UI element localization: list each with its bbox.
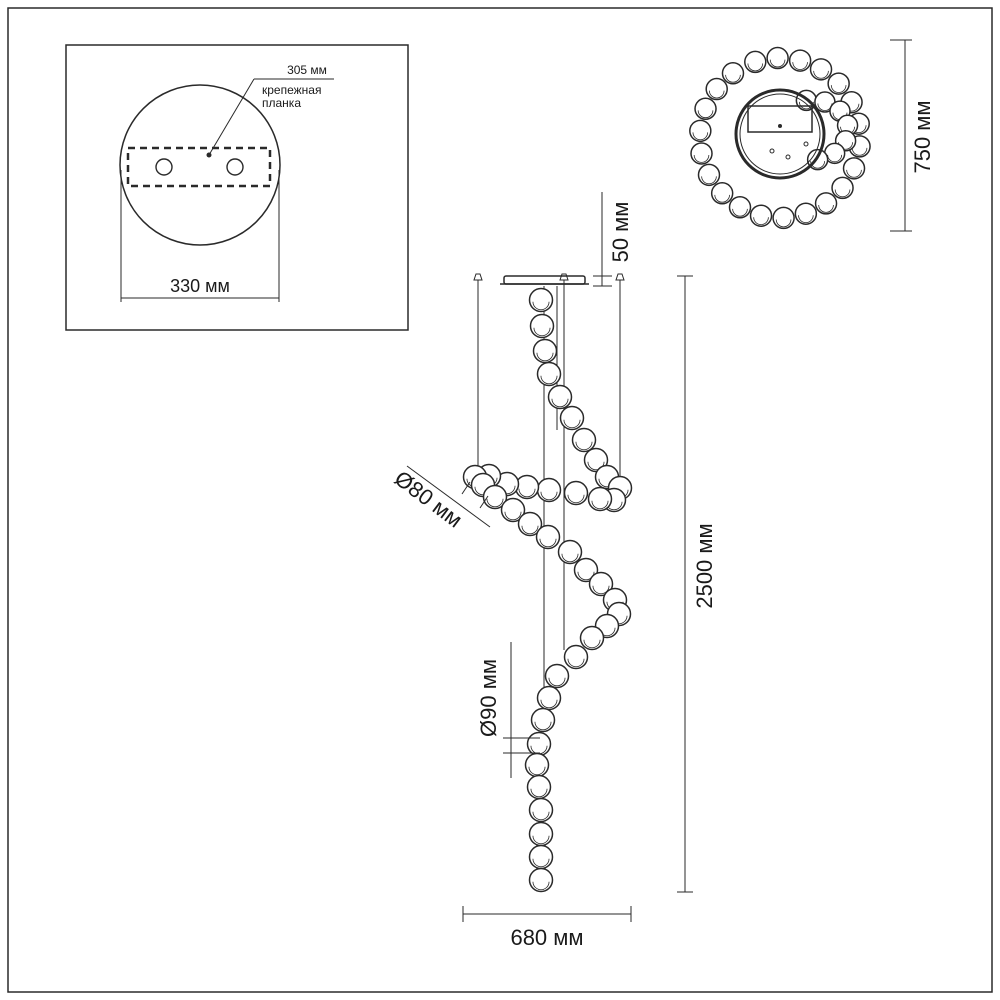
small-sphere-dim-tick2 [479, 495, 489, 509]
sphere [528, 821, 554, 847]
mounting-bracket [126, 146, 272, 188]
sphere [528, 844, 554, 870]
plate-leader-line [208, 78, 255, 156]
top-sphere [831, 176, 854, 200]
sphere [559, 405, 585, 431]
sphere [547, 384, 573, 410]
sphere [532, 338, 558, 364]
cable-clip-1 [473, 273, 483, 281]
sphere [536, 477, 562, 503]
top-sphere [766, 46, 789, 70]
sphere [583, 447, 609, 473]
sphere [526, 774, 552, 800]
mounting-hole-left [155, 158, 173, 176]
top-sphere [721, 62, 745, 85]
sphere [528, 287, 554, 313]
top-hole-3 [785, 154, 791, 160]
sphere [563, 480, 589, 506]
sphere [573, 557, 599, 583]
plate-name-line1: крепежная [262, 83, 321, 97]
top-sphere [728, 196, 752, 219]
sphere [517, 511, 543, 537]
width-label: 680 мм [510, 925, 583, 950]
top-view: 750 мм [689, 39, 935, 232]
sphere [528, 867, 554, 893]
mounting-plate-view: 305 мм крепежная планка 330 мм [65, 44, 409, 331]
spiral-spheres [462, 287, 633, 893]
top-sphere [749, 204, 773, 227]
sphere [529, 313, 555, 339]
top-bracket [747, 105, 813, 133]
top-sphere [794, 202, 818, 225]
sphere [526, 731, 552, 757]
sphere [524, 752, 550, 778]
top-sphere [690, 142, 713, 165]
canopy-circle [119, 84, 281, 246]
canopy-diameter-label: 330 мм [170, 276, 230, 296]
small-sphere-dim-tick1 [461, 481, 471, 495]
sphere [544, 663, 570, 689]
top-sphere [788, 49, 812, 72]
side-view: 50 мм 2500 мм Ø80 мм Ø90 мм 680 мм [390, 192, 717, 950]
small-sphere-label: Ø80 мм [390, 466, 467, 533]
top-hole-1 [778, 124, 782, 128]
top-sphere [814, 192, 838, 215]
cable-clip-2 [559, 273, 569, 281]
sphere [557, 539, 583, 565]
top-canopy-inner [739, 93, 821, 175]
top-sphere [694, 97, 717, 121]
mounting-hole-right [226, 158, 244, 176]
sphere [482, 484, 508, 510]
top-sphere [710, 182, 734, 205]
outer-frame [7, 7, 993, 993]
sphere [587, 486, 613, 512]
sphere [528, 797, 554, 823]
sphere [500, 497, 526, 523]
top-hole-4 [803, 141, 809, 147]
sphere [530, 707, 556, 733]
top-sphere [689, 119, 712, 143]
large-sphere-label: Ø90 мм [476, 659, 501, 737]
top-sphere [827, 72, 850, 95]
top-hole-2 [769, 148, 775, 154]
plate-name-line2: планка [262, 96, 301, 110]
canopy-height-label: 50 мм [608, 202, 633, 263]
inset-frame [65, 44, 409, 331]
sphere [563, 644, 589, 670]
small-sphere-dim-line [406, 465, 491, 528]
top-sphere [772, 206, 795, 230]
plate-width-label: 305 мм [287, 63, 327, 77]
total-height-label: 2500 мм [692, 523, 717, 608]
canopy-body [503, 275, 586, 285]
top-sphere [842, 157, 866, 180]
top-canopy-outer [734, 88, 826, 180]
sphere [535, 524, 561, 550]
sphere [588, 571, 614, 597]
top-diameter-label: 750 мм [910, 100, 935, 173]
sphere [514, 474, 540, 500]
top-sphere [809, 58, 833, 81]
sphere [536, 685, 562, 711]
sphere [579, 625, 605, 651]
sphere [536, 361, 562, 387]
top-sphere [697, 163, 721, 187]
sphere [571, 427, 597, 453]
top-sphere [744, 50, 767, 74]
top-sphere [705, 77, 728, 101]
cable-clip-3 [615, 273, 625, 281]
top-sphere [836, 114, 859, 137]
top-ring-outer [689, 46, 871, 230]
